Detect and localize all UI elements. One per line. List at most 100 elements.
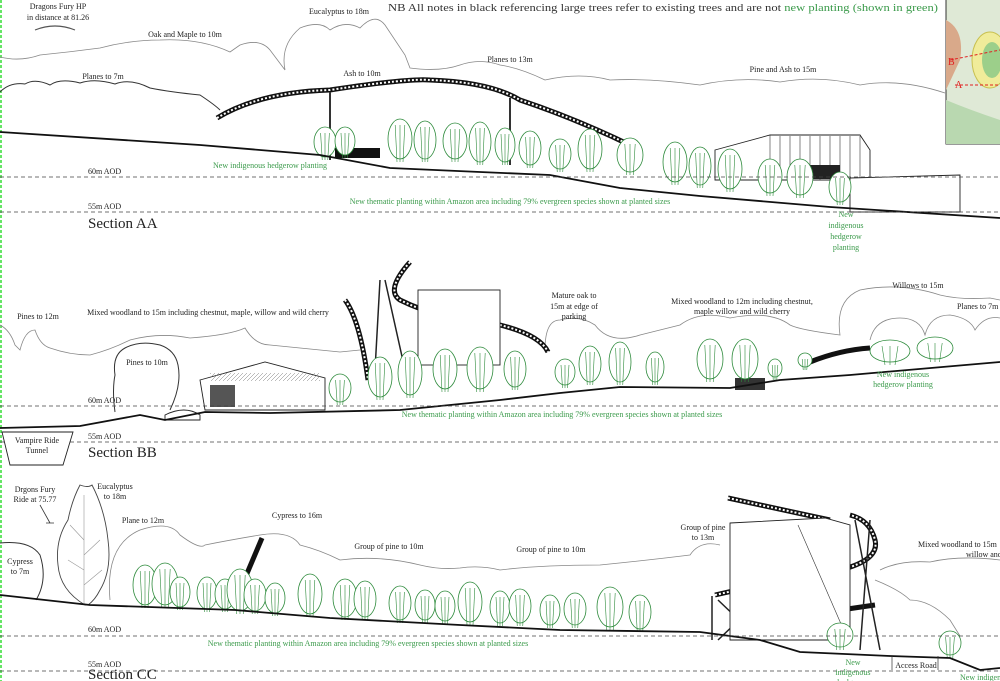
label-willows: Willows to 15m — [892, 281, 944, 290]
label-access-road: Access Road — [895, 661, 937, 670]
label-pine-10: Group of pine to 10m — [354, 542, 424, 551]
section-bb-title: Section BB — [88, 445, 157, 461]
label-hedgerow: hedgerow planting — [873, 380, 933, 389]
new-planting-tree — [466, 346, 494, 393]
ground-line-cc — [0, 594, 1000, 671]
existing-tree-canopy — [869, 314, 1000, 341]
label-cypress-16: Cypress to 16m — [272, 511, 323, 520]
dragons-fury-marker — [34, 25, 76, 31]
label-hedgerow: indigenous — [835, 668, 870, 677]
new-planting-tree — [432, 348, 458, 393]
label-eucalyptus: Eucalyptus — [97, 482, 133, 491]
new-planting-tree — [388, 585, 412, 624]
new-planting-tree — [243, 578, 267, 615]
new-planting-tree — [387, 118, 413, 163]
label-mature-oak: parking — [562, 312, 586, 321]
label-planes-7: Planes to 7m — [82, 72, 124, 81]
label-pine-ash: Pine and Ash to 15m — [750, 65, 817, 74]
new-planting-tree — [645, 351, 665, 386]
label-cypress-7: Cypress — [7, 557, 33, 566]
section-cc-title: Section CC — [88, 667, 157, 681]
section-cc: Drgons Fury Ride at 75.77 Eucalyptus to … — [0, 482, 1000, 681]
new-planting-tree — [696, 338, 724, 383]
label-planes-13: Planes to 13m — [487, 55, 533, 64]
label-pine-10: Group of pine to 10m — [516, 545, 586, 554]
new-planting-tree — [169, 576, 191, 611]
new-planting-tree — [616, 137, 644, 176]
label-hedgerow: New — [845, 658, 860, 667]
dragons-fury-pointer — [39, 504, 54, 524]
section-bb: Pines to 12m Mixed woodland to 15m inclu… — [0, 260, 1000, 466]
label-mixed-woodland-15: willow and — [966, 550, 1000, 559]
key-plan-label-b: B — [948, 57, 955, 68]
label-mixed-woodland-15: Mixed woodland to 15m — [918, 540, 998, 549]
label-pines-12: Pines to 12m — [17, 312, 60, 321]
key-plan-label-a: A — [955, 80, 963, 91]
new-planting-tree — [508, 588, 532, 627]
new-planting-tree — [757, 158, 783, 197]
new-planting-tree — [548, 138, 572, 173]
new-planting-tree — [132, 564, 158, 609]
new-planting-tree — [413, 120, 437, 163]
section-aa: Dragons Fury HP in distance at 81.26 Euc… — [0, 2, 1000, 252]
label-mature-oak: 15m at edge of — [550, 302, 598, 311]
new-planting-tree — [596, 586, 624, 631]
new-planting-trees-aa — [313, 118, 852, 206]
existing-tree-canopy — [874, 579, 961, 637]
new-planting-tree — [797, 352, 813, 371]
label-aod-55: 55m AOD — [88, 660, 121, 669]
label-hedgerow-right: hedgerow — [830, 232, 862, 241]
new-planting-tree — [828, 171, 852, 206]
label-mixed-woodland-15: Mixed woodland to 15m including chestnut… — [87, 308, 329, 317]
label-hedgerow: hedgerow — [837, 678, 869, 681]
new-planting-tree — [434, 590, 456, 625]
ground-line-aa — [0, 131, 1000, 219]
new-planting-tree — [608, 341, 632, 386]
new-planting-tree — [503, 350, 527, 391]
existing-tree-canopy — [0, 80, 221, 111]
top-note: NB All notes in black referencing large … — [388, 2, 938, 14]
eucalyptus-tree — [57, 484, 110, 606]
cypress-tree-canopy — [0, 542, 44, 601]
pine-tree-canopy — [113, 342, 180, 413]
new-planting-tree — [578, 345, 602, 386]
new-planting-tree — [397, 350, 423, 399]
existing-tree-canopy — [0, 324, 361, 356]
label-hedgerow: New indigenous — [877, 370, 929, 379]
new-planting-trees-bb — [328, 336, 954, 406]
new-planting-tree — [518, 130, 542, 169]
label-dragons-fury: in distance at 81.26 — [27, 13, 89, 22]
new-planting-tree — [563, 592, 587, 629]
new-planting-tree — [353, 580, 377, 621]
label-aod-60: 60m AOD — [88, 625, 121, 634]
new-planting-tree — [334, 126, 356, 159]
new-planting-tree — [414, 589, 436, 624]
label-dragons-fury: Ride at 75.77 — [14, 495, 57, 504]
label-thematic-planting: New thematic planting within Amazon area… — [350, 197, 670, 206]
new-planting-tree — [442, 122, 468, 163]
new-planting-tree — [494, 127, 516, 166]
label-plane-12: Plane to 12m — [122, 516, 165, 525]
label-ash: Ash to 10m — [343, 69, 381, 78]
label-eucalyptus: Eucalyptus to 18m — [309, 7, 370, 16]
label-cypress-7: to 7m — [11, 567, 30, 576]
new-planting-tree — [731, 338, 759, 383]
new-planting-tree — [196, 576, 218, 613]
amazon-building-bb — [164, 289, 765, 421]
existing-tree-canopy — [109, 525, 721, 601]
new-planting-tree — [717, 148, 743, 193]
label-mixed-woodland-12: Mixed woodland to 12m including chestnut… — [671, 297, 813, 306]
label-planes-7: Planes to 7m — [957, 302, 999, 311]
label-oak-maple: Oak and Maple to 10m — [148, 30, 223, 39]
amazon-building-cc — [729, 517, 851, 641]
label-pines-10: Pines to 10m — [126, 358, 169, 367]
label-thematic-planting: New thematic planting within Amazon area… — [208, 639, 528, 648]
new-planting-tree — [938, 630, 962, 659]
label-aod-55: 55m AOD — [88, 432, 121, 441]
new-planting-tree — [468, 121, 492, 166]
access-road-marker — [891, 656, 939, 670]
new-planting-tree — [297, 573, 323, 618]
new-planting-tree — [489, 590, 511, 627]
label-aod-55: 55m AOD — [88, 202, 121, 211]
